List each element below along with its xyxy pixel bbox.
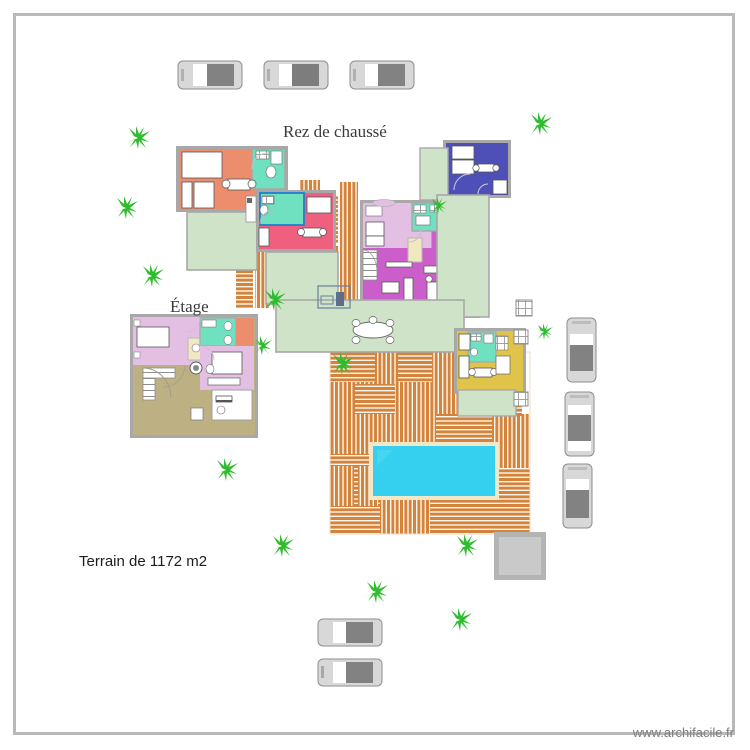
upper-floor-title: Étage xyxy=(170,297,209,316)
ground-floor-title: Rez de chaussé xyxy=(283,122,387,141)
south-terrace xyxy=(275,285,465,353)
cars xyxy=(177,60,597,687)
car-top-1 xyxy=(177,60,243,90)
palm-trees xyxy=(114,112,553,631)
plan-border-frame xyxy=(13,13,735,735)
car-bottom-1 xyxy=(317,618,383,647)
ground-floor-yellow-block xyxy=(454,299,533,417)
ground-floor-central-block xyxy=(360,194,490,318)
car-top-3 xyxy=(349,60,415,90)
car-bottom-2 xyxy=(317,658,383,687)
car-right-1 xyxy=(566,317,597,383)
garden-shed xyxy=(494,532,546,580)
ground-floor-pink-block xyxy=(245,190,339,305)
car-top-2 xyxy=(263,60,329,90)
car-right-3 xyxy=(562,463,593,529)
watermark-archifacile: www.archifacile.fr xyxy=(632,725,734,740)
car-right-2 xyxy=(564,391,595,457)
swimming-pool xyxy=(369,442,499,500)
terrain-area-label: Terrain de 1172 m2 xyxy=(79,553,208,570)
upper-floor-block xyxy=(130,314,258,438)
